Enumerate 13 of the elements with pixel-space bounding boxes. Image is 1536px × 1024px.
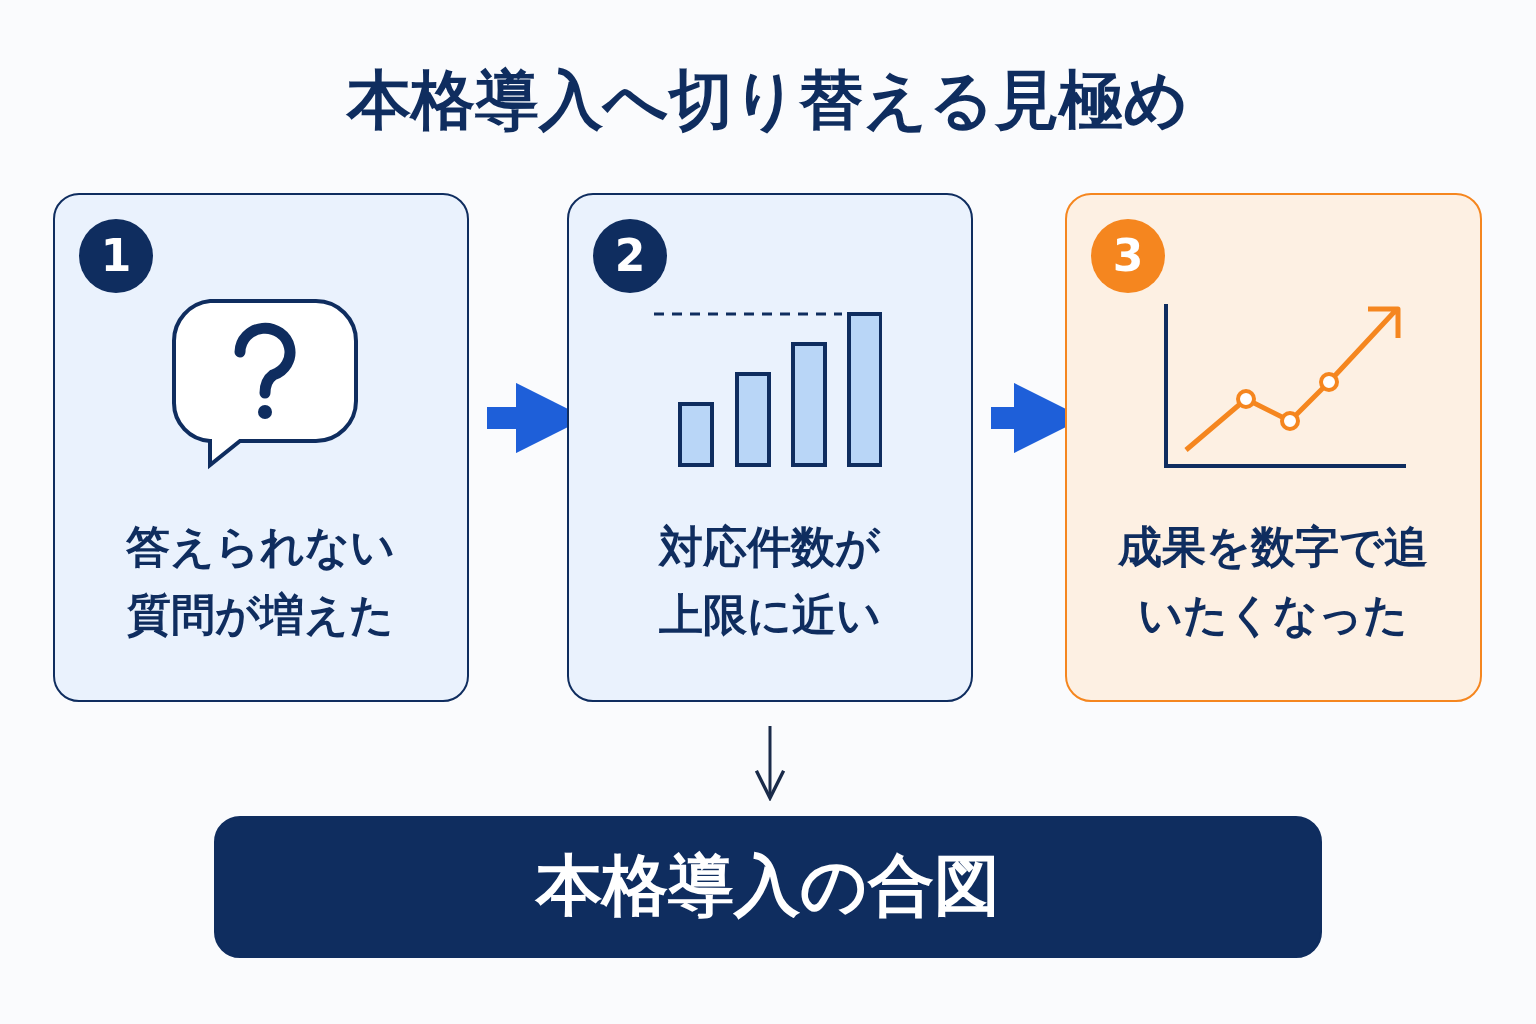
step-number: 3 bbox=[1091, 219, 1165, 293]
arrow bbox=[754, 726, 786, 800]
step-description: 対応件数が上限に近い bbox=[657, 520, 882, 642]
diagram-title: 本格導入へ切り替える見極め bbox=[345, 62, 1190, 139]
step-number: 1 bbox=[79, 219, 153, 293]
result-banner bbox=[214, 816, 1322, 958]
step-number: 2 bbox=[593, 219, 667, 293]
banner-text: 本格導入の合図 bbox=[534, 846, 1001, 926]
step-card bbox=[53, 193, 469, 702]
step-card bbox=[567, 193, 973, 702]
step-description: 成果を数字で追いたくなった bbox=[1117, 520, 1430, 642]
step-description: 答えられない質問が増えた bbox=[125, 520, 397, 642]
step-card bbox=[1065, 193, 1482, 702]
